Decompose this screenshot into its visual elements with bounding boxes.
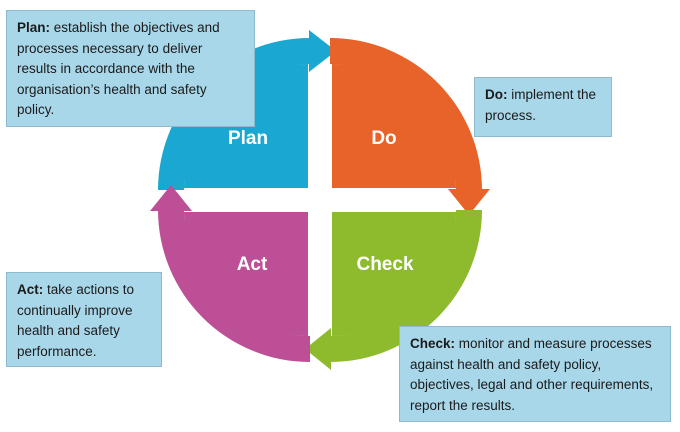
- act-quadrant: [184, 212, 308, 336]
- plan-callout: Plan: establish the objectives and proce…: [6, 10, 255, 127]
- plan-callout-term: Plan:: [17, 20, 51, 35]
- do-arrowhead: [448, 189, 490, 215]
- act-callout-text: take actions to continually improve heal…: [17, 282, 135, 359]
- do-quadrant: [332, 64, 456, 188]
- act-arc: [158, 210, 310, 362]
- plan-arrowhead: [309, 30, 336, 72]
- check-arrowhead: [305, 328, 331, 370]
- act-callout: Act: take actions to continually improve…: [6, 272, 162, 367]
- act-label: Act: [237, 254, 268, 275]
- check-label: Check: [356, 254, 413, 275]
- plan-label: Plan: [228, 128, 268, 149]
- do-callout-term: Do:: [485, 87, 508, 102]
- check-callout-term: Check:: [410, 336, 456, 351]
- do-arc: [330, 38, 482, 190]
- do-callout: Do: implement the process.: [474, 77, 612, 137]
- check-quadrant: [332, 212, 456, 336]
- do-label: Do: [371, 128, 396, 149]
- check-callout: Check: monitor and measure processes aga…: [399, 326, 671, 422]
- plan-callout-text: establish the objectives and processes n…: [17, 20, 220, 117]
- check-callout-text: monitor and measure processes against he…: [410, 336, 654, 413]
- act-arrowhead: [150, 185, 192, 211]
- do-callout-text: implement the process.: [485, 87, 597, 123]
- act-callout-term: Act:: [17, 282, 44, 297]
